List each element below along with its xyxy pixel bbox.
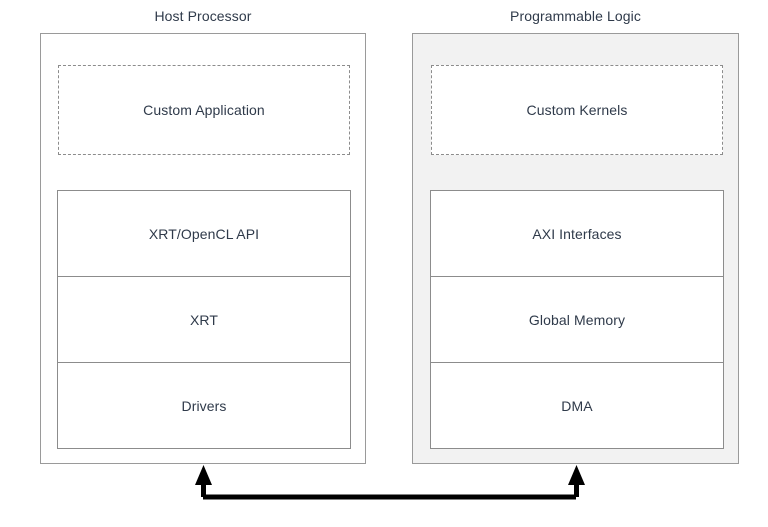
panel-host-processor: Custom Application XRT/OpenCL API XRT Dr…: [40, 33, 366, 464]
block-axi-interfaces-label: AXI Interfaces: [532, 225, 622, 242]
block-custom-application-label: Custom Application: [143, 102, 265, 118]
panel-programmable-logic: Custom Kernels AXI Interfaces Global Mem…: [412, 33, 739, 464]
block-dma[interactable]: DMA: [431, 363, 723, 448]
block-global-memory-label: Global Memory: [528, 311, 626, 328]
arrowhead-left-icon: [195, 465, 212, 485]
block-custom-application[interactable]: Custom Application: [58, 65, 350, 155]
title-host-processor: Host Processor: [154, 8, 252, 24]
block-custom-kernels[interactable]: Custom Kernels: [431, 65, 723, 155]
block-drivers[interactable]: Drivers: [58, 363, 350, 448]
block-global-memory[interactable]: Global Memory: [431, 277, 723, 363]
block-axi-interfaces[interactable]: AXI Interfaces: [431, 191, 723, 277]
title-programmable-logic: Programmable Logic: [510, 8, 641, 24]
block-xrt-label: XRT: [189, 311, 219, 328]
stack-host-processor: XRT/OpenCL API XRT Drivers: [57, 190, 351, 449]
block-xrt-opencl-api[interactable]: XRT/OpenCL API: [58, 191, 350, 277]
arrowhead-right-icon: [568, 465, 585, 485]
stack-programmable-logic: AXI Interfaces Global Memory DMA: [430, 190, 724, 449]
block-xrt-opencl-api-label: XRT/OpenCL API: [148, 225, 260, 242]
block-custom-kernels-label: Custom Kernels: [526, 102, 628, 118]
block-xrt[interactable]: XRT: [58, 277, 350, 363]
block-dma-label: DMA: [561, 397, 593, 414]
block-drivers-label: Drivers: [181, 397, 227, 414]
